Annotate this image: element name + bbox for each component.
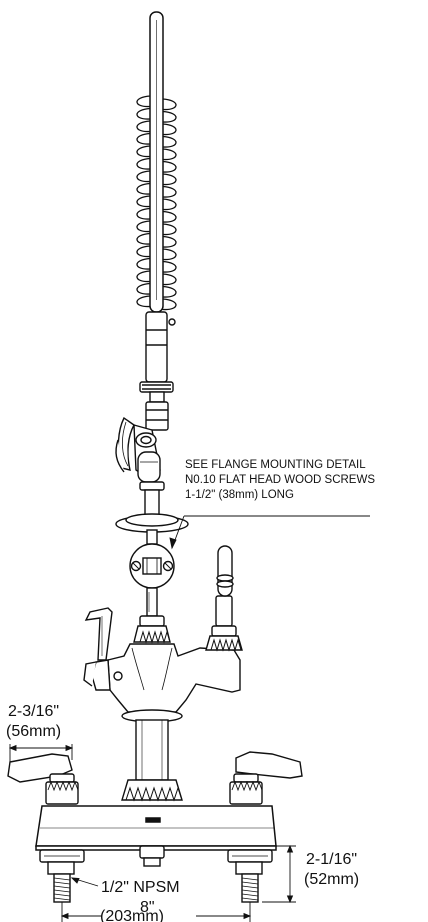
- dim-center-to-center: [60, 902, 252, 922]
- spring-turn: [136, 295, 177, 311]
- note-leader-line: [169, 515, 370, 550]
- pre-rinse-riser: [149, 11, 164, 313]
- dim-handle-width: [8, 744, 74, 762]
- note-line-3: 1-1/2" (38mm) LONG: [185, 489, 294, 501]
- spring-turn: [136, 220, 177, 236]
- note-line-2: N0.10 FLAT HEAD WOOD SCREWS: [185, 474, 375, 486]
- dim-handle-width-in: 2-3/16": [8, 703, 59, 720]
- note-line-1: SEE FLANGE MOUNTING DETAIL: [185, 459, 366, 471]
- spray-valve: [115, 311, 176, 483]
- dim-base-height: [262, 844, 296, 904]
- spring-turn: [136, 107, 177, 123]
- dim-base-height-in: 2-1/16": [306, 851, 357, 868]
- right-lever-handle: [229, 751, 303, 805]
- spring-turn: [136, 170, 177, 186]
- deck-base-plate: [35, 805, 277, 851]
- dim-center-mm: (203mm): [100, 908, 164, 922]
- left-lever-handle: [7, 753, 79, 805]
- dim-thread-leader: [70, 877, 99, 887]
- spring-turn: [136, 95, 177, 111]
- spring-turn: [136, 120, 177, 136]
- center-shank: [139, 845, 165, 867]
- faucet-body: [83, 545, 243, 802]
- spring-turn: [136, 232, 177, 248]
- dim-base-height-mm: (52mm): [304, 871, 359, 888]
- spring-turn: [136, 157, 177, 173]
- right-shank: [227, 849, 273, 903]
- spring-turn: [136, 245, 177, 261]
- spring-turn: [136, 282, 177, 298]
- spring-turn: [136, 270, 177, 286]
- dim-thread: 1/2" NPSM: [101, 879, 180, 896]
- spring-turn: [136, 182, 177, 198]
- dim-center-in: 8": [140, 899, 155, 916]
- riser-spring-coil: [136, 95, 177, 311]
- spring-turn: [136, 132, 177, 148]
- spring-turn: [136, 207, 177, 223]
- spring-turn: [136, 257, 177, 273]
- left-shank: [39, 849, 85, 903]
- spring-turn: [136, 145, 177, 161]
- lower-riser: [115, 481, 189, 617]
- dim-handle-width-mm: (56mm): [6, 723, 61, 740]
- spring-turn: [136, 195, 177, 211]
